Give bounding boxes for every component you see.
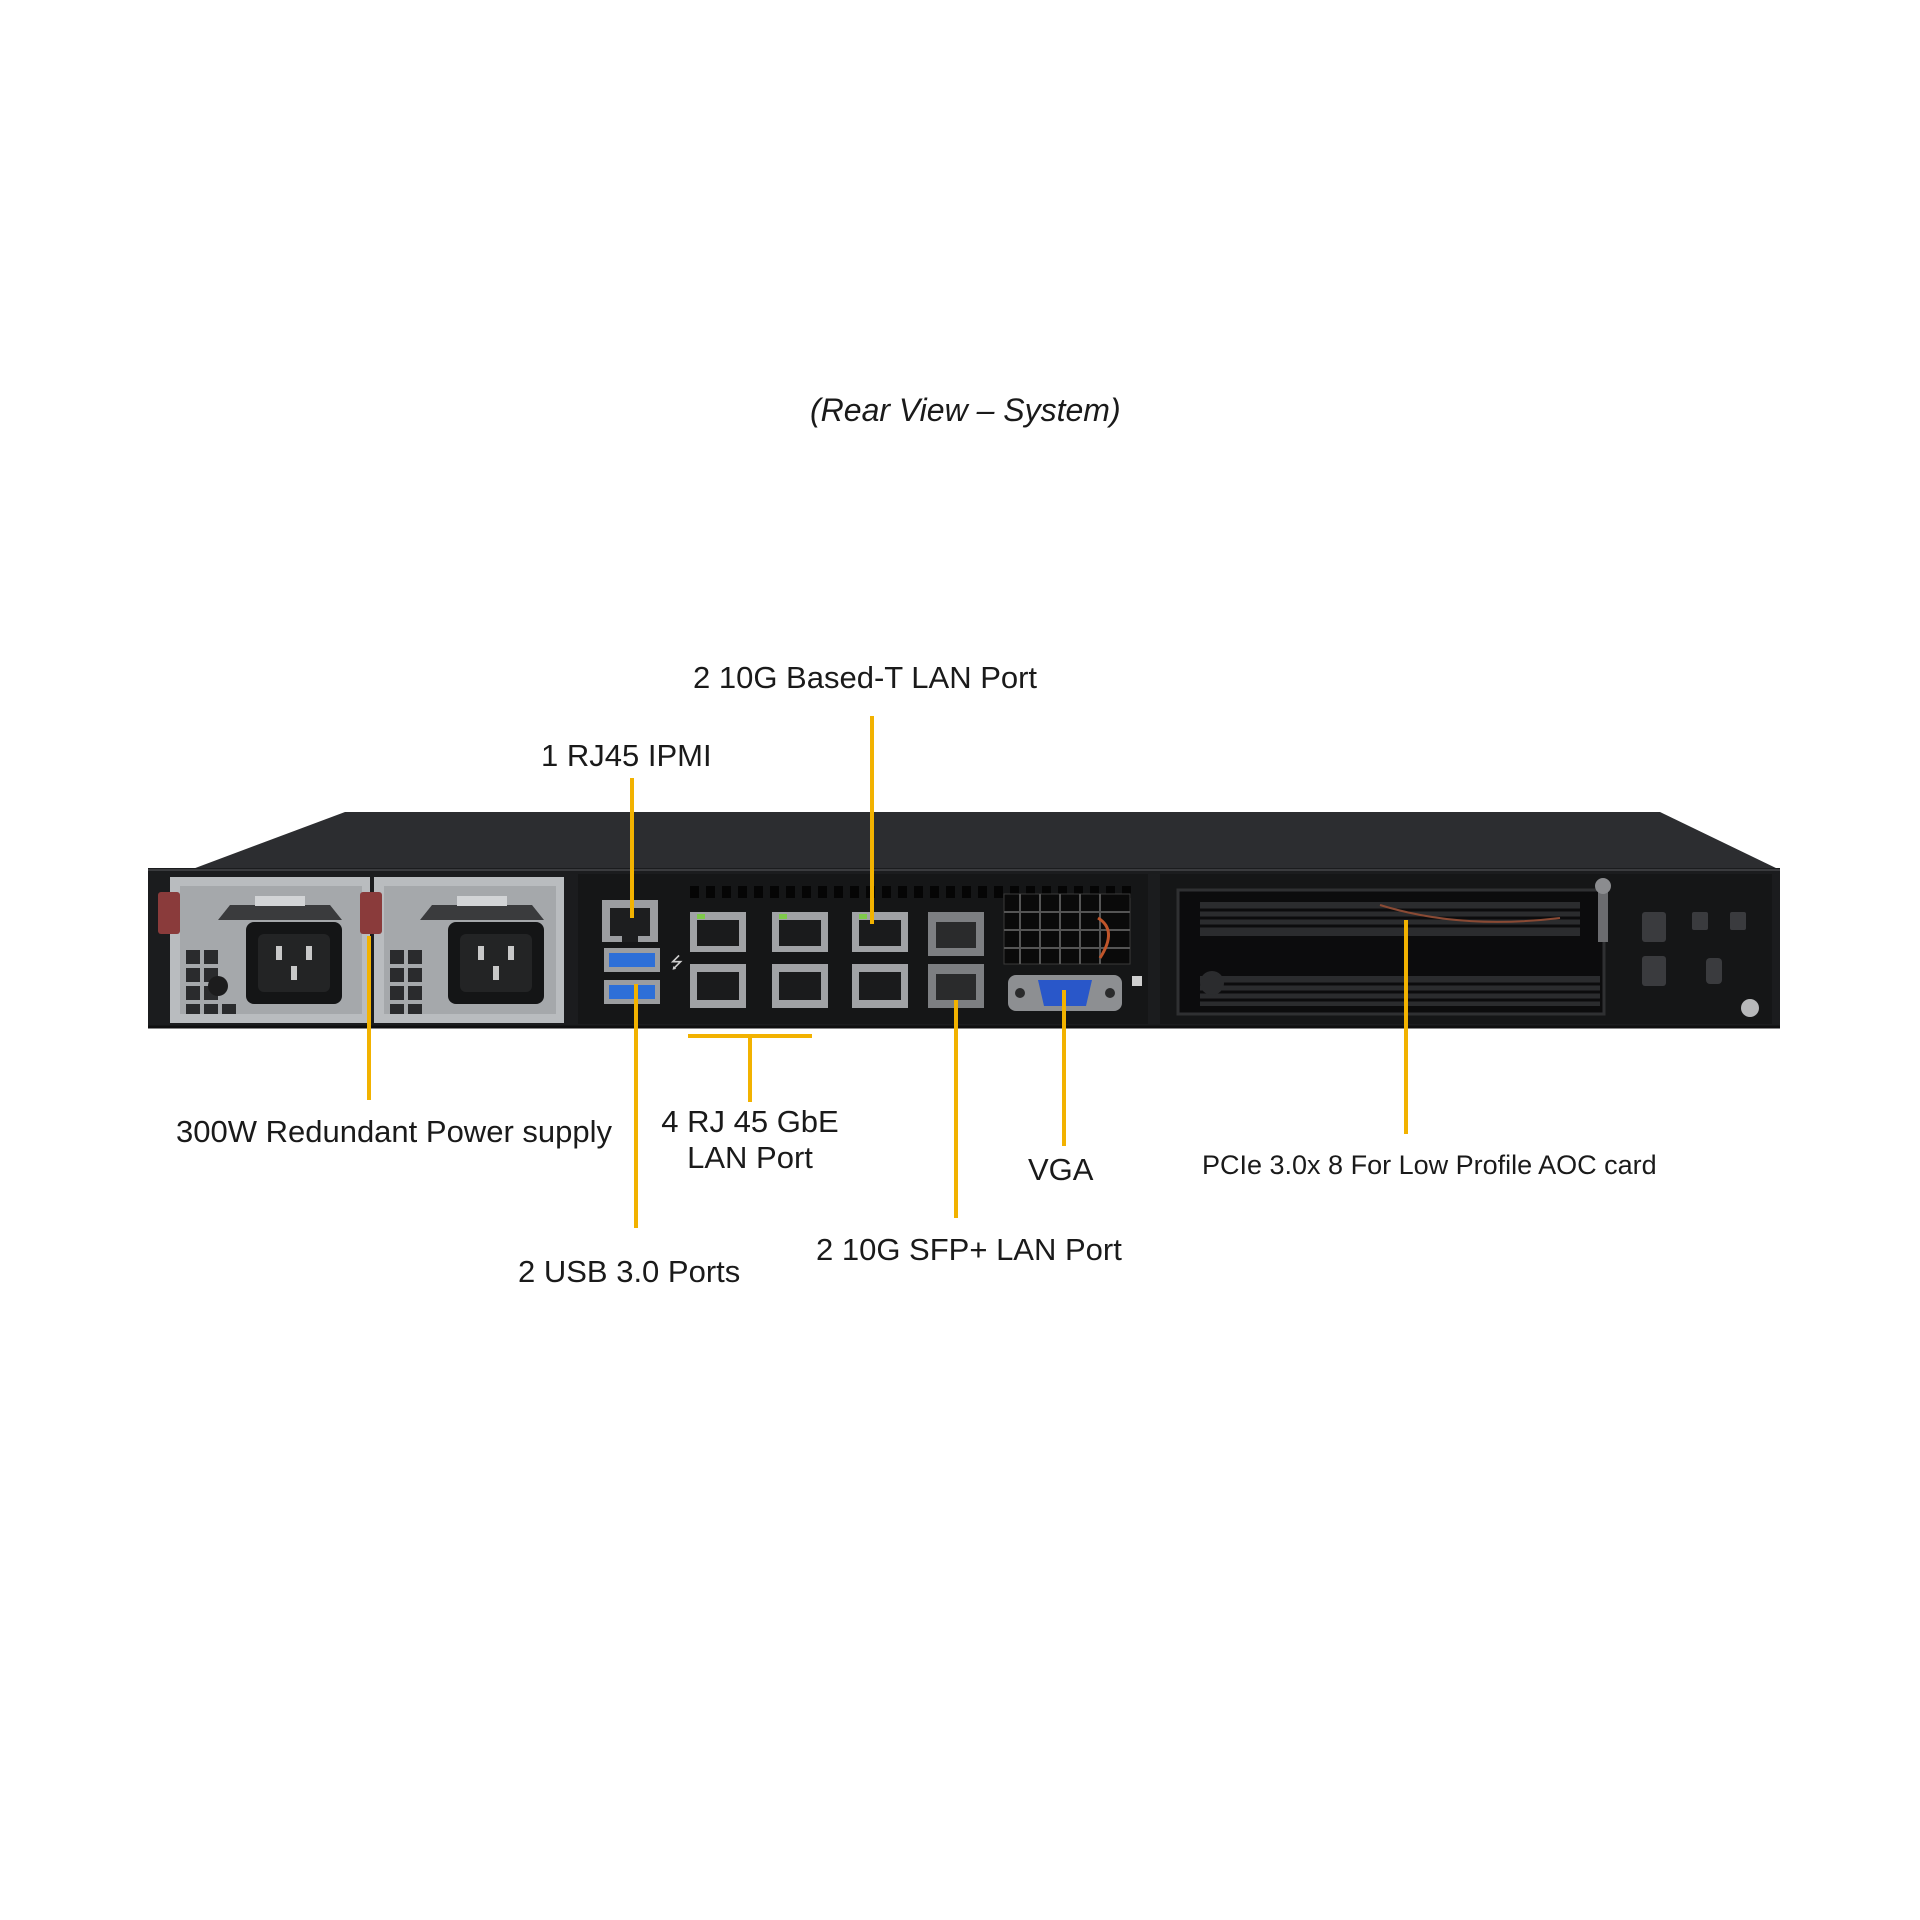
svg-text:⭍: ⭍ [670,953,683,972]
label-gbe-lan-line2: LAN Port [687,1139,813,1175]
usb-port-2 [604,980,660,1004]
chassis-screw [1741,999,1759,1017]
ipmi-port [602,900,658,942]
chassis-top-panel [190,812,1780,870]
label-rj45-ipmi: 1 RJ45 IPMI [541,738,712,773]
power-supply-1 [158,877,370,1023]
sfp-ports [928,912,984,1008]
rear-knockouts [1642,912,1746,986]
label-power-supply: 300W Redundant Power supply [176,1114,612,1149]
lan-ports-top-row [690,912,908,952]
leader-lines [367,716,1408,1228]
psu-latch-1 [158,892,180,934]
usb-port-1 [604,948,660,972]
power-supply-2 [360,877,564,1023]
label-gbe-lan: 4 RJ 45 GbE LAN Port [640,1104,860,1175]
label-gbe-lan-line1: 4 RJ 45 GbE [661,1104,839,1139]
label-usb: 2 USB 3.0 Ports [518,1254,741,1289]
label-10g-base-t: 2 10G Based-T LAN Port [693,660,1038,695]
label-vga: VGA [1028,1152,1094,1187]
label-sfp: 2 10G SFP+ LAN Port [816,1232,1122,1267]
view-title: (Rear View – System) [810,392,1121,428]
label-pcie: PCIe 3.0x 8 For Low Profile AOC card [1202,1150,1657,1180]
psu-latch-2 [360,892,382,934]
lan-ports-bottom-row [690,964,908,1008]
